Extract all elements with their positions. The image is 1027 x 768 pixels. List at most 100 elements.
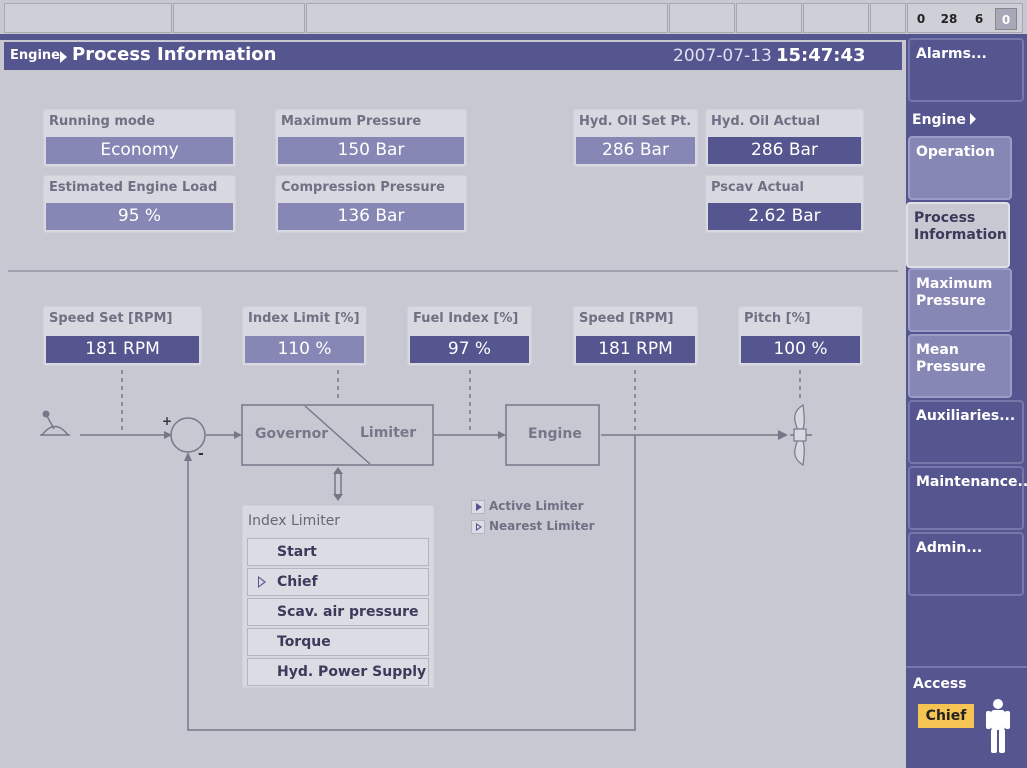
status-segment (306, 3, 668, 33)
status-segment (736, 3, 802, 33)
status-segment (669, 3, 735, 33)
pscav-actual-card: Pscav Actual 2.62 Bar (705, 175, 864, 233)
sidebar-admin-button[interactable]: Admin... (908, 532, 1024, 596)
access-label: Access (913, 676, 967, 692)
arrow-head (164, 431, 172, 439)
card-label: Pitch [%] (744, 311, 811, 326)
sidebar-item-label: Process Information (914, 210, 1007, 243)
arrow-head (333, 494, 343, 501)
sidebar-alarms-button[interactable]: Alarms... (908, 38, 1024, 102)
card-label: Hyd. Oil Set Pt. (579, 114, 692, 129)
legend-label: Active Limiter (489, 499, 584, 513)
sidebar-item-label: Auxiliaries... (916, 408, 1016, 424)
card-label: Speed Set [RPM] (49, 311, 173, 326)
nearest-limiter-marker-icon (258, 576, 266, 588)
sidebar-item-label: Alarms... (916, 46, 987, 62)
alarm-counter-box[interactable]: 0 (995, 8, 1017, 30)
section-divider (8, 270, 898, 272)
limiter-item-torque[interactable]: Torque (247, 628, 429, 656)
sidebar-maintenance-button[interactable]: Maintenance... (908, 466, 1027, 530)
person-icon (986, 699, 1010, 753)
status-segment (803, 3, 869, 33)
sidebar-item-label: Maintenance... (916, 474, 1027, 490)
sidebar-item-maximum-pressure[interactable]: Maximum Pressure (908, 268, 1012, 332)
card-label: Speed [RPM] (579, 311, 674, 326)
arrow-head (778, 430, 788, 440)
limiter-item-label: Scav. air pressure (277, 604, 419, 620)
title-bar: Engine Process Information 2007-07-13 15… (4, 42, 902, 70)
limiter-item-label: Hyd. Power Supply (277, 664, 427, 680)
sidebar-item-label: Admin... (916, 540, 983, 556)
sidebar-item-operation[interactable]: Operation (908, 136, 1012, 200)
compression-pressure-value: 136 Bar (278, 203, 464, 230)
warning-counter[interactable]: 28 (936, 8, 962, 30)
sidebar-section-engine[interactable]: Engine (912, 112, 976, 128)
limiter-item-label: Start (277, 544, 317, 560)
sidebar-item-mean-pressure[interactable]: Mean Pressure (908, 334, 1012, 398)
propeller-hub (793, 428, 807, 442)
status-segment (173, 3, 305, 33)
sidebar-item-process-information[interactable]: Process Information (906, 202, 1010, 268)
limiter-item-hyd-power-supply[interactable]: Hyd. Power Supply (247, 658, 429, 686)
card-label: Fuel Index [%] (413, 311, 519, 326)
card-label: Maximum Pressure (281, 114, 422, 129)
sidebar-auxiliaries-button[interactable]: Auxiliaries... (908, 400, 1024, 464)
limiter-item-label: Chief (277, 574, 318, 590)
status-segment (870, 3, 906, 33)
index-limit-value: 110 % (245, 336, 364, 363)
index-limiter-panel: Index Limiter Start Chief Scav. air pres… (242, 505, 434, 688)
nearest-limiter-icon (471, 520, 485, 534)
feedback-line (187, 435, 636, 731)
governor-label: Governor (255, 426, 329, 442)
access-panel: Access Chief (906, 666, 1027, 768)
alarm-counter[interactable]: 0 (916, 12, 926, 26)
limiter-label: Limiter (360, 425, 417, 441)
main-panel: Engine Process Information 2007-07-13 15… (0, 38, 906, 768)
alarm-counter[interactable]: 6 (974, 12, 984, 26)
card-label: Running mode (49, 114, 155, 129)
running-mode-value: Economy (46, 137, 233, 164)
card-label: Compression Pressure (281, 180, 445, 195)
block-divider (304, 405, 371, 465)
arrow-head (498, 431, 506, 439)
card-label: Pscav Actual (711, 180, 804, 195)
sum-minus-sign: - (198, 446, 204, 462)
lever-knob (42, 410, 50, 418)
limiter-item-chief[interactable]: Chief (247, 568, 429, 596)
breadcrumb-arrow-icon (60, 51, 67, 63)
current-time: 15:47:43 (776, 45, 866, 66)
status-segment (4, 3, 172, 33)
pitch-card: Pitch [%] 100 % (738, 306, 863, 366)
sidebar-item-label: Operation (916, 144, 995, 160)
page-title: Process Information (72, 44, 277, 65)
card-label: Hyd. Oil Actual (711, 114, 821, 129)
compression-pressure-card: Compression Pressure 136 Bar (275, 175, 467, 233)
sidebar-item-label: Mean Pressure (916, 342, 986, 375)
section-arrow-icon (969, 113, 976, 125)
pitch-value: 100 % (741, 336, 860, 363)
engine-label: Engine (528, 426, 582, 442)
index-limiter-title: Index Limiter (248, 513, 341, 529)
sidebar-item-label: Maximum Pressure (916, 276, 993, 309)
sidebar: Alarms... Engine Operation Process Infor… (906, 38, 1027, 768)
hyd-oil-set-value: 286 Bar (576, 137, 695, 164)
engine-load-value: 95 % (46, 203, 233, 230)
limiter-item-scav-air-pressure[interactable]: Scav. air pressure (247, 598, 429, 626)
access-level-badge[interactable]: Chief (918, 704, 974, 728)
fuel-index-value: 97 % (410, 336, 529, 363)
control-loop-diagram (40, 370, 812, 731)
speed-set-value: 181 RPM (46, 336, 199, 363)
pscav-actual-value: 2.62 Bar (708, 203, 861, 230)
speed-value: 181 RPM (576, 336, 695, 363)
card-label: Index Limit [%] (248, 311, 360, 326)
breadcrumb[interactable]: Engine (10, 48, 60, 63)
limiter-item-label: Torque (277, 634, 331, 650)
speed-lever-arm (46, 415, 55, 430)
speed-set-card: Speed Set [RPM] 181 RPM (43, 306, 202, 366)
arrow-head (184, 452, 192, 461)
speed-lever-base (40, 425, 70, 436)
max-pressure-value: 150 Bar (278, 137, 464, 164)
limiter-item-start[interactable]: Start (247, 538, 429, 566)
fuel-index-card: Fuel Index [%] 97 % (407, 306, 532, 366)
engine-load-card: Estimated Engine Load 95 % (43, 175, 236, 233)
